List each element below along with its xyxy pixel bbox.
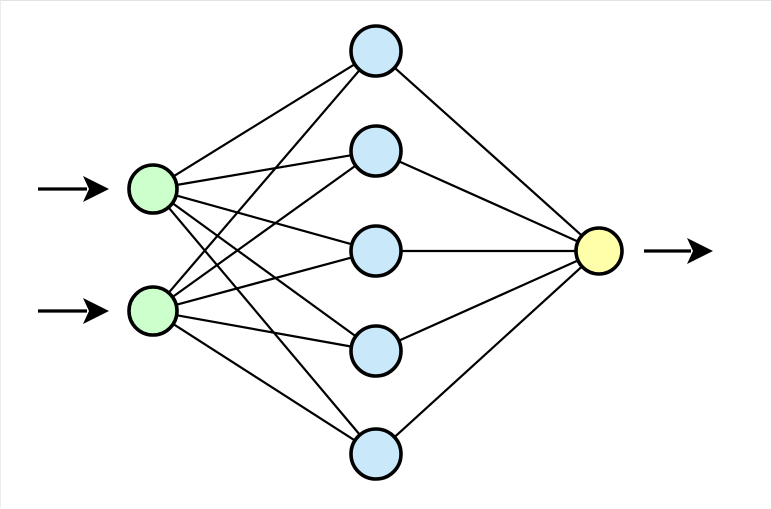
node-in-1 bbox=[127, 163, 179, 215]
edge-in-2-to-hid-1 bbox=[167, 68, 362, 295]
edge-hid-4-to-out-1 bbox=[397, 258, 580, 343]
edge-in-1-to-hid-2 bbox=[175, 153, 353, 187]
edge-in-2-to-hid-5 bbox=[171, 322, 357, 442]
edge-hid-2-to-out-1 bbox=[397, 159, 580, 244]
node-hid-5 bbox=[349, 427, 403, 481]
node-hid-1 bbox=[349, 24, 403, 78]
edge-in-2-to-hid-2 bbox=[171, 164, 358, 299]
node-hid-3 bbox=[349, 224, 403, 278]
output-arrow-icon bbox=[644, 238, 713, 264]
edge-in-2-to-hid-4 bbox=[175, 313, 353, 348]
edge-in-1-to-hid-4 bbox=[170, 201, 358, 338]
input-arrow-top-icon bbox=[38, 176, 109, 202]
edge-hid-5-to-out-1 bbox=[393, 264, 584, 439]
edges-group bbox=[166, 62, 584, 442]
node-hid-4 bbox=[349, 324, 403, 378]
input-arrow-bottom-icon bbox=[38, 298, 109, 324]
nodes-group bbox=[127, 24, 624, 481]
edge-in-2-to-hid-3 bbox=[174, 256, 354, 307]
edge-in-1-to-hid-3 bbox=[174, 194, 354, 246]
edge-in-1-to-hid-5 bbox=[166, 205, 362, 437]
input-arrow-top-head bbox=[83, 176, 109, 202]
input-arrow-bottom-head bbox=[83, 298, 109, 324]
output-arrow-head bbox=[687, 238, 713, 264]
arrows-group bbox=[38, 176, 713, 324]
edge-in-1-to-hid-1 bbox=[171, 62, 357, 178]
edge-hid-1-to-out-1 bbox=[393, 66, 584, 238]
node-out-1 bbox=[574, 226, 624, 276]
node-in-2 bbox=[127, 285, 179, 337]
node-hid-2 bbox=[349, 124, 403, 178]
